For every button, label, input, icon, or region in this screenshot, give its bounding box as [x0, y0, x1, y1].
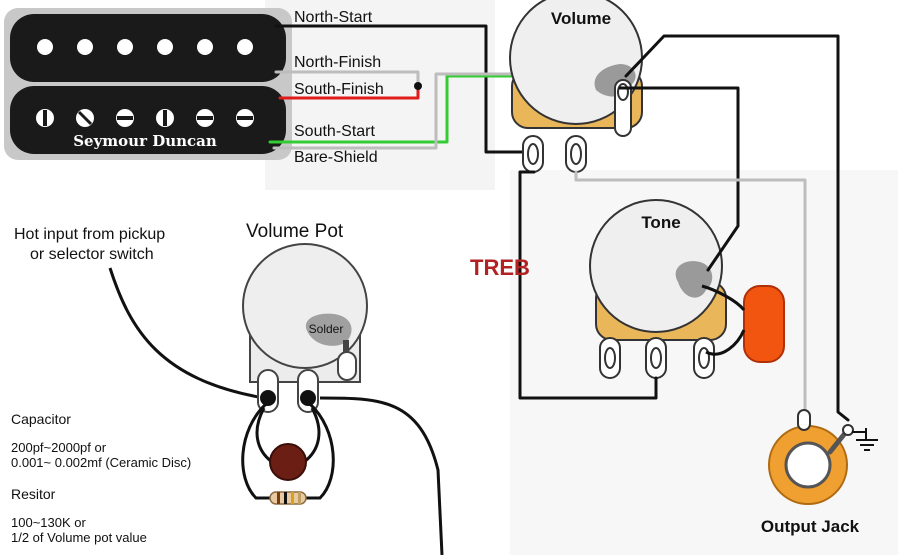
series-link-solder-point: [414, 82, 422, 90]
resistor-lead-left: [241, 402, 272, 500]
tone-ground-solder: [675, 261, 713, 298]
treble-fragment-label: TREB: [470, 255, 530, 280]
label-north-start: North-Start: [294, 9, 373, 26]
ground-to-jack-wire: [624, 34, 850, 422]
tone-cap-lead-ground: [701, 284, 746, 312]
treble-lug-1-solder: [260, 390, 276, 406]
volume-pot-title: Volume Pot: [246, 221, 344, 242]
cap-lead-right: [303, 407, 321, 464]
ground-symbol-icon: [852, 428, 878, 451]
solder-blob: [305, 313, 352, 346]
label-south-finish: South-Finish: [294, 81, 384, 98]
jack-socket: [784, 441, 832, 489]
north-start-wire: [274, 24, 530, 154]
tone-pot: Tone: [589, 199, 727, 379]
humbucker-pickup: Seymour Duncan: [4, 8, 292, 160]
tone-capacitor: [743, 285, 785, 363]
output-jack-label: Output Jack: [761, 517, 860, 536]
volume-label: Volume: [551, 9, 611, 28]
treble-bleed-diagram: Hot input from pickup or selector switch…: [11, 221, 444, 555]
capacitor-value-line-1: 200pf~2000pf or: [11, 440, 107, 455]
resistor-lead-right: [304, 402, 335, 500]
tone-label: Tone: [641, 213, 680, 232]
volume-to-tone-wire: [618, 86, 740, 272]
hot-input-wire: [108, 267, 265, 400]
treble-lug-2-solder: [300, 390, 316, 406]
hot-input-line-2: or selector switch: [30, 246, 154, 263]
resistor-title: Resitor: [11, 486, 56, 502]
volume-lug-1: [522, 135, 544, 173]
solder-label: Solder: [309, 322, 344, 336]
output-jack: Output Jack: [761, 409, 878, 536]
label-south-start: South-Start: [294, 123, 375, 140]
volume-pot: Volume: [509, 0, 643, 173]
screw-poles-south: [36, 109, 254, 127]
pole-pieces-north: [37, 39, 253, 55]
tone-lug-2: [645, 337, 667, 379]
control-wiring: [518, 34, 850, 422]
ceramic-disc-capacitor: [269, 443, 307, 481]
pickup-brand-label: Seymour Duncan: [73, 132, 217, 150]
capacitor-title: Capacitor: [11, 411, 71, 427]
pickup-wire-labels: North-Start North-Finish South-Finish So…: [294, 9, 384, 166]
tone-lug-1: [599, 337, 621, 379]
hot-to-jack-wire: [574, 170, 807, 417]
capacitor-value-line-2: 0.001~ 0.002mf (Ceramic Disc): [11, 455, 191, 470]
resistor-value-line-1: 100~130K or: [11, 515, 86, 530]
tone-pot-body: [589, 199, 723, 333]
jack-sleeve-lug: [827, 429, 849, 455]
hot-input-line-1: Hot input from pickup: [14, 226, 165, 243]
label-north-finish: North-Finish: [294, 54, 381, 71]
label-bare-shield: Bare-Shield: [294, 149, 378, 166]
volume-lug-2: [565, 135, 587, 173]
pickup-coil-north: [10, 14, 286, 82]
volume-output-wire: [319, 396, 444, 555]
cap-lead-left: [255, 407, 273, 464]
tone-cap-lead-lug: [705, 329, 746, 356]
resistor-bands: [277, 492, 301, 504]
tone-lug-3: [693, 337, 715, 379]
resistor-value-line-2: 1/2 of Volume pot value: [11, 530, 147, 545]
background-scan-top: [265, 0, 495, 190]
jack-tip-lug: [797, 409, 811, 431]
volume-to-tone-lug-wire: [518, 170, 658, 400]
pickup-coil-south: [10, 86, 286, 154]
